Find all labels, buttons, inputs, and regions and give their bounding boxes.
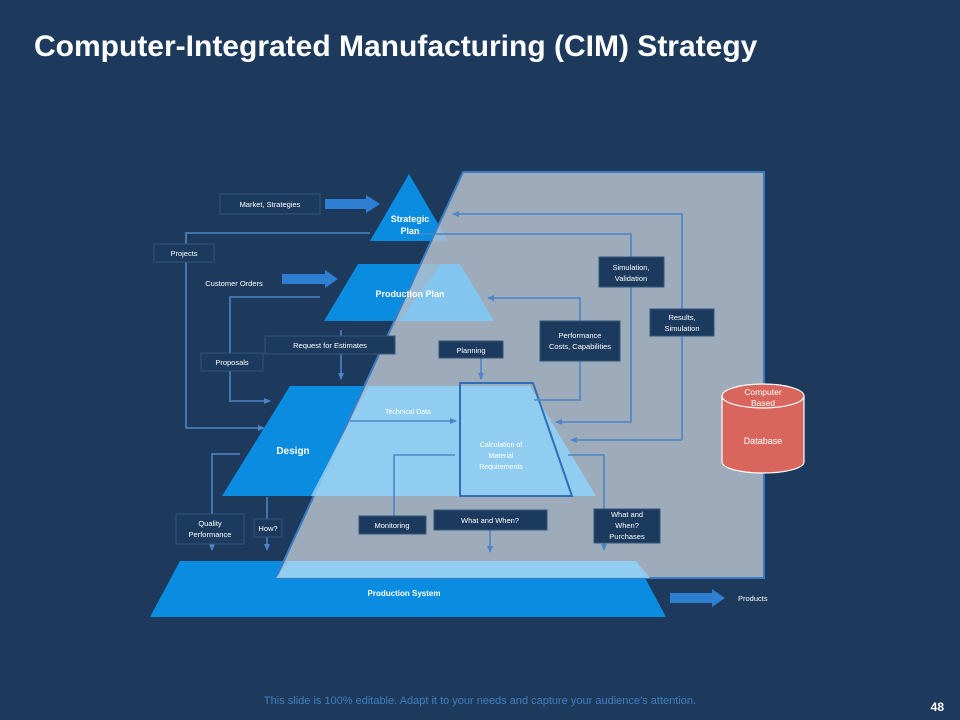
monitoring-text: Monitoring: [374, 521, 409, 530]
planning-text: Planning: [456, 346, 485, 355]
database-body-label: Database: [744, 436, 783, 446]
label-request-for-estimates: Request for Estimates: [264, 335, 396, 355]
label-what-and-when: What and When?: [433, 509, 548, 531]
quality-performance-text-1: Quality: [198, 519, 222, 528]
slide-title: Computer-Integrated Manufacturing (CIM) …: [34, 30, 758, 63]
overlay-light-production-plan: [400, 264, 494, 321]
results-simulation-text-1: Results,: [668, 313, 695, 322]
database-top-label-2: Based: [751, 398, 775, 408]
label-projects: Projects: [153, 243, 215, 263]
overlay-light-design: [311, 386, 596, 496]
slide-footer: This slide is 100% editable. Adapt it to…: [263, 695, 697, 707]
products-text: Products: [738, 594, 768, 603]
label-market-strategies: Market, Strategies: [219, 193, 321, 215]
performance-costs-text-1: Performance: [559, 331, 602, 340]
label-planning: Planning: [438, 340, 504, 359]
overlay-light-production-system: [276, 561, 650, 578]
calculation-label-2: Material: [489, 453, 514, 460]
technical-data-label: Technical Data: [385, 409, 431, 416]
label-proposals: Proposals: [200, 352, 264, 372]
simulation-validation-text-2: Validation: [615, 274, 647, 283]
customer-orders-arrow: [282, 270, 338, 288]
label-simulation-validation: Simulation, Validation: [598, 256, 665, 288]
label-quality-performance: Quality Performance: [175, 513, 245, 545]
purchases-text-2: When?: [615, 521, 639, 530]
pyramid-strategic-plan: [370, 174, 448, 241]
calculation-label-3: Requirements: [479, 464, 523, 471]
strategic-plan-label-2: Plan: [400, 226, 419, 236]
label-customer-orders: Customer Orders: [205, 279, 263, 288]
purchases-text-1: What and: [611, 510, 643, 519]
customer-orders-text: Customer Orders: [205, 279, 263, 288]
calculation-label-1: Calculation of: [480, 442, 522, 449]
how-text: How?: [258, 524, 277, 533]
label-monitoring: Monitoring: [358, 515, 427, 535]
products-arrow: [670, 589, 725, 607]
database-cylinder: Computer Based Database: [721, 383, 805, 474]
production-plan-label: Production Plan: [375, 289, 444, 299]
database-top-label-1: Computer: [744, 387, 781, 397]
market-strategies-arrow: [325, 195, 380, 213]
calculation-trapezoid: [459, 382, 574, 497]
proposals-text: Proposals: [215, 358, 249, 367]
label-how: How?: [253, 518, 283, 538]
what-and-when-text: What and When?: [461, 516, 519, 525]
request-for-estimates-text: Request for Estimates: [293, 341, 367, 350]
design-label: Design: [276, 446, 309, 457]
strategic-plan-label-1: Strategic: [391, 214, 430, 224]
quality-performance-text-2: Performance: [189, 530, 232, 539]
label-performance-costs: Performance Costs, Capabilities: [539, 320, 621, 362]
production-system-label: Production System: [368, 589, 441, 598]
simulation-validation-text-1: Simulation,: [612, 263, 649, 272]
purchases-text-3: Purchases: [609, 532, 645, 541]
label-results-simulation: Results, Simulation: [649, 308, 715, 337]
market-strategies-text: Market, Strategies: [240, 200, 301, 209]
results-simulation-text-2: Simulation: [664, 324, 699, 333]
page-number: 48: [930, 700, 944, 714]
performance-costs-text-2: Costs, Capabilities: [549, 342, 611, 351]
projects-text: Projects: [170, 249, 197, 258]
label-what-when-purchases: What and When? Purchases: [593, 508, 661, 544]
